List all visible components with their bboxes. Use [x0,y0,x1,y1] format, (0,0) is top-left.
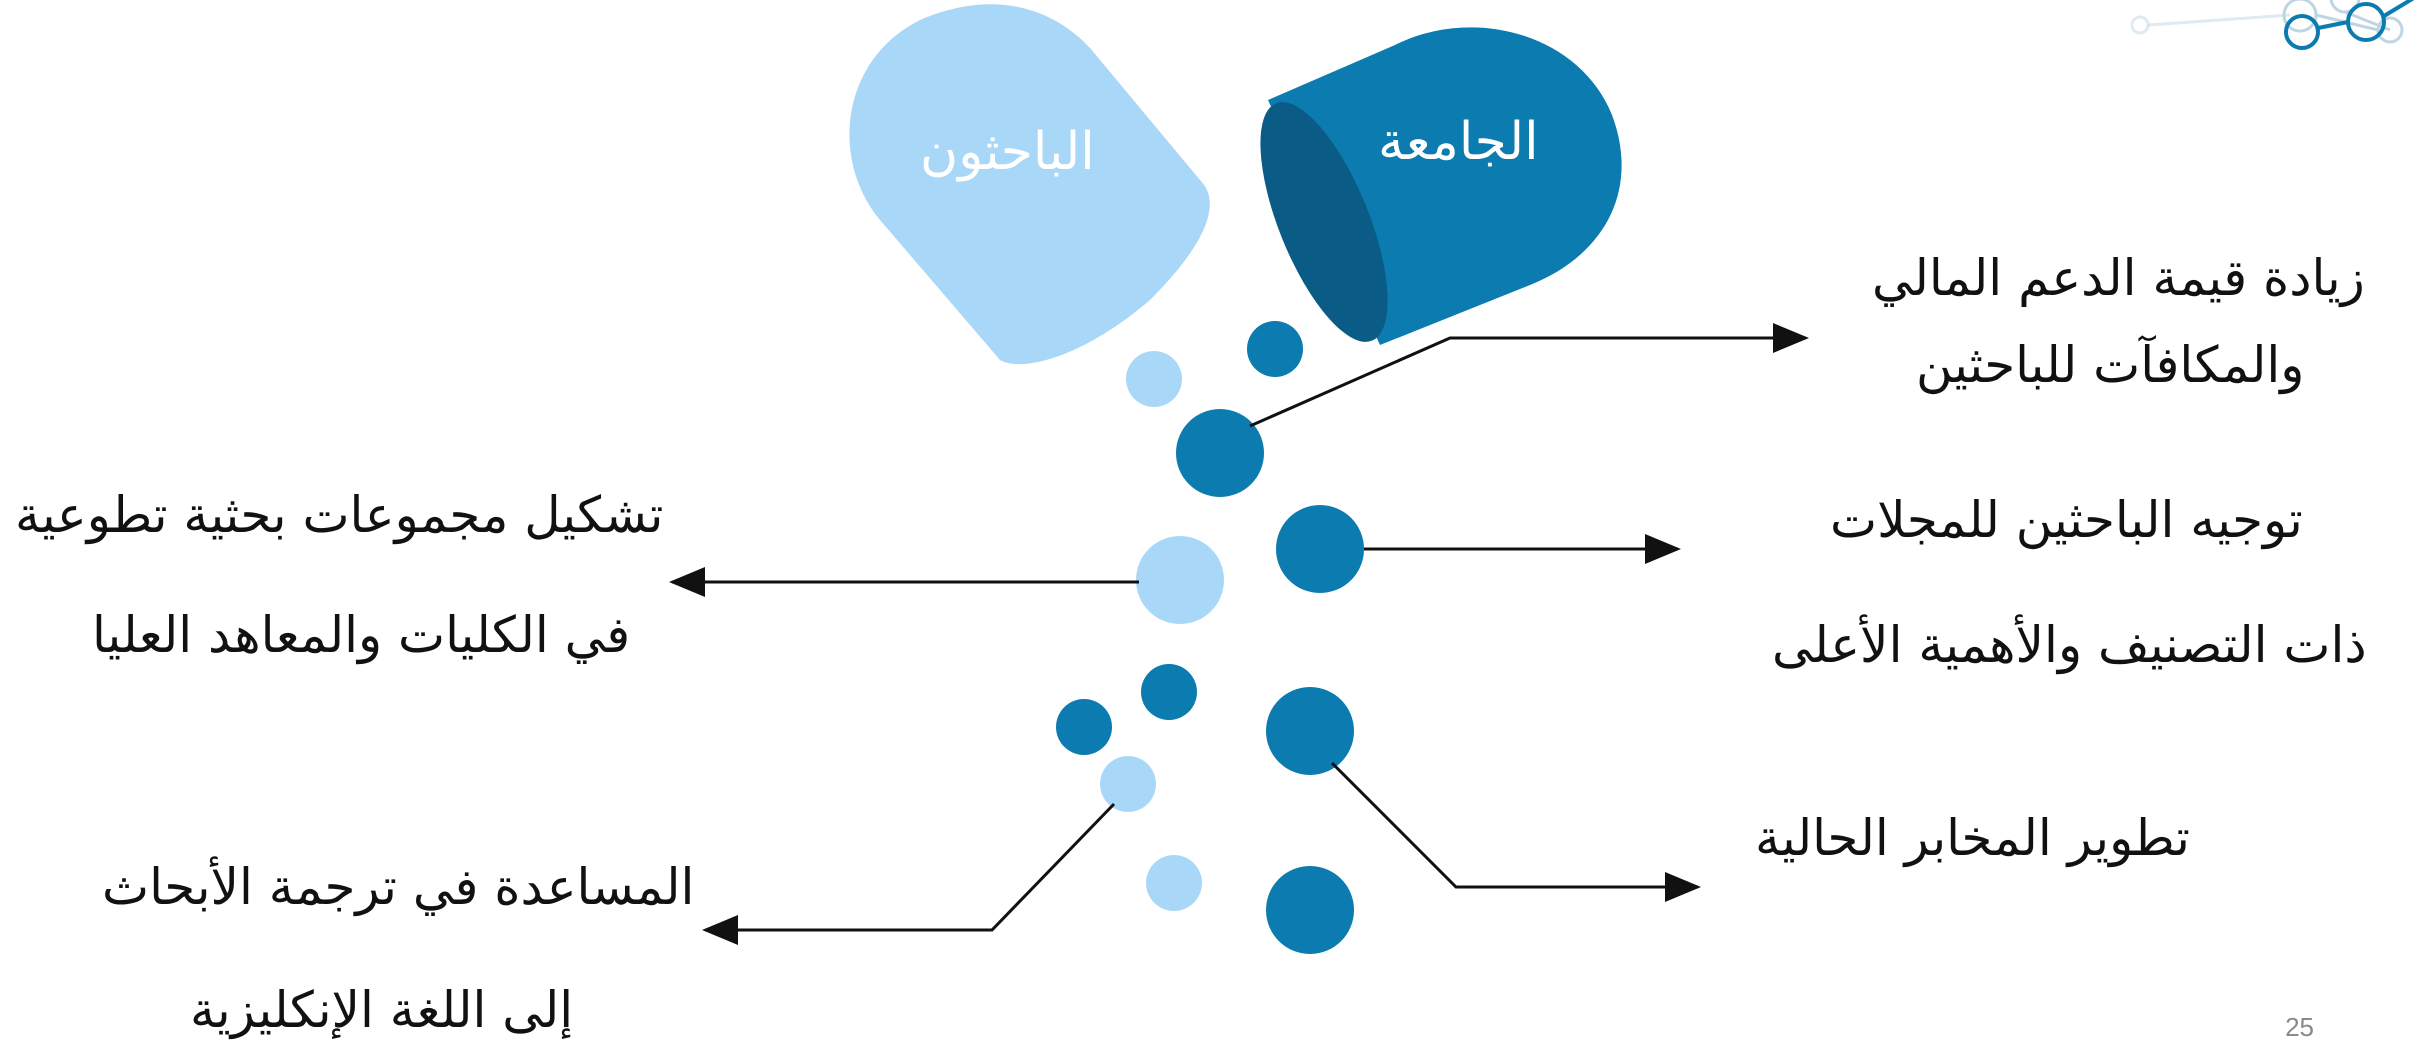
item-translation-line1: المساعدة في ترجمة الأبحاث [102,858,695,916]
bubble [1247,321,1303,377]
researchers-capsule-shape [849,4,1210,365]
item-journals-line2: ذات التصنيف والأهمية الأعلى [1772,616,2367,674]
bubble [1146,855,1202,911]
researchers-capsule-label: الباحثون [920,122,1095,182]
item-translation-line2: إلى اللغة الإنكليزية [190,981,574,1039]
page-number: 25 [2285,1012,2314,1042]
bubble [1266,687,1354,775]
university-capsule-label: الجامعة [1378,112,1539,172]
bubble [1056,699,1112,755]
item-journals-line1: توجيه الباحثين للمجلات [1830,491,2303,549]
arrow-labs [1330,761,1701,902]
item-research-groups-line2: في الكليات والمعاهد العليا [92,606,631,664]
bubble [1176,409,1264,497]
item-financial-support-line2: والمكافآت للباحثين [1916,336,2305,394]
arrow-translation [702,802,1116,945]
bubble [1136,536,1224,624]
item-research-groups-line1: تشكيل مجموعات بحثية تطوعية [15,486,664,544]
bubble [1126,351,1182,407]
item-labs-line1: تطوير المخابر الحالية [1755,809,2190,867]
arrow-financial-support [1249,323,1809,428]
connectors [669,323,1809,945]
bubbles [1056,321,1364,954]
bubble [1141,664,1197,720]
item-financial-support-line1: زيادة قيمة الدعم المالي [1872,249,2365,307]
bubble [1266,866,1354,954]
network-accent-icon [2284,0,2415,50]
bubble [1100,756,1156,812]
university-capsule-opening [1260,102,1388,342]
bubble [1276,505,1364,593]
